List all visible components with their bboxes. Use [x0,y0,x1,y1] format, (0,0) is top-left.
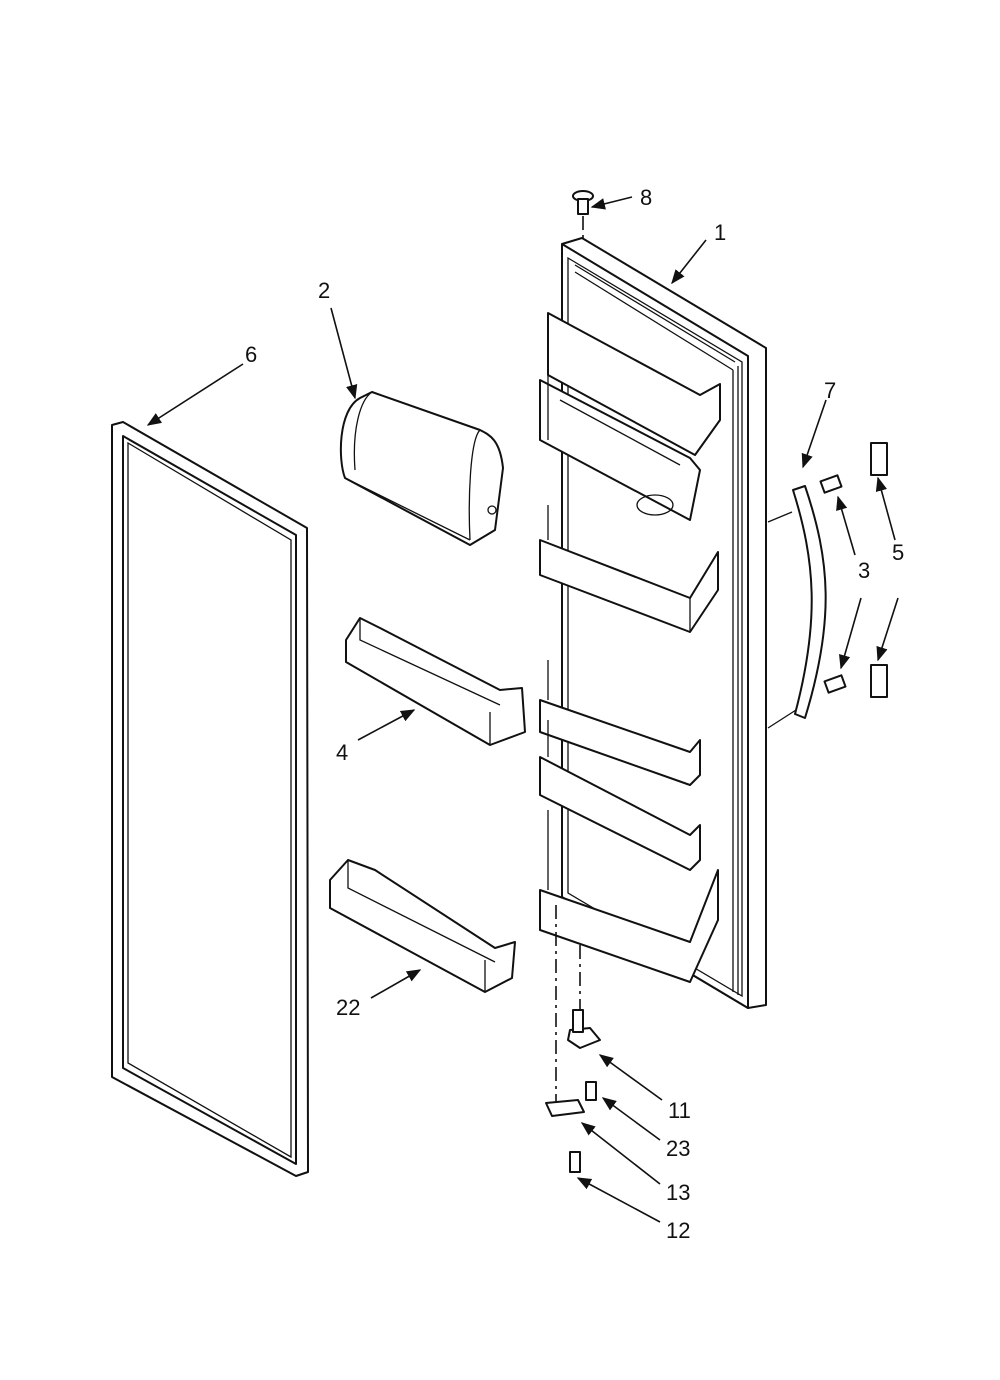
hinge-part [567,1009,601,1049]
door-gasket-part [111,421,309,1177]
callout-8: 8 [640,185,652,210]
callout-3: 3 [858,558,870,583]
handle-screw-upper [819,474,843,494]
callout-22: 22 [336,995,360,1020]
hinge-screw-part [585,1081,597,1101]
door-liner-part [539,237,767,1009]
hinge-pin-part [572,190,594,215]
trim-cap-upper [870,442,888,476]
callout-7: 7 [824,378,836,403]
callout-13: 13 [666,1180,690,1205]
handle-screw-lower [823,674,847,694]
door-shelf-2 [539,505,719,633]
callout-2: 2 [318,278,330,303]
door-shelf-4 [539,720,701,871]
trim-cap-lower [870,664,888,698]
hinge-bracket-part [545,1099,585,1117]
callout-12: 12 [666,1218,690,1243]
bracket-screw-part [569,1151,581,1173]
callout-6: 6 [245,342,257,367]
callout-1: 1 [714,220,726,245]
callout-23: 23 [666,1136,690,1161]
door-shelf-1 [539,312,721,521]
door-shelf-3 [539,660,701,786]
door-bin-lower-part [329,859,516,993]
door-bin-upper-part [345,617,526,746]
dairy-compartment-part [339,391,504,546]
callout-5: 5 [892,540,904,565]
callout-4: 4 [336,740,348,765]
leader-lines [146,196,899,1223]
callout-11: 11 [668,1098,691,1123]
door-handle-part [767,485,827,729]
door-shelf-5 [539,810,719,983]
